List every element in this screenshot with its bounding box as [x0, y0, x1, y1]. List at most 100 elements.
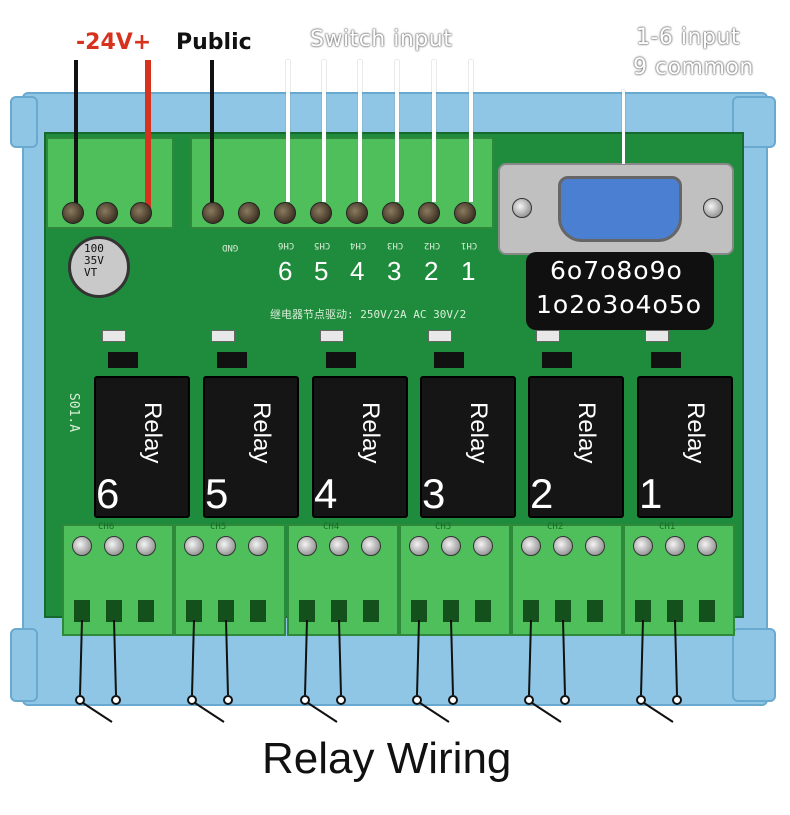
top-screw-8 — [382, 202, 404, 224]
board-id-silkscreen: S01.A — [66, 392, 82, 433]
output-screw — [585, 536, 605, 556]
top-screw-10 — [454, 202, 476, 224]
no-contact-1 — [636, 619, 682, 723]
db9-label-line2: 9 common — [633, 55, 754, 80]
input-terminal-block — [190, 137, 494, 229]
top-screw-1 — [96, 202, 118, 224]
public-label: Public — [176, 30, 252, 55]
output-screw — [361, 536, 381, 556]
input-wire-4 — [395, 60, 399, 202]
output-screw — [409, 536, 429, 556]
wire-positive — [145, 60, 151, 210]
top-screw-3 — [202, 202, 224, 224]
relay-label: Relay — [682, 402, 709, 464]
wire-public — [210, 60, 214, 210]
output-screw — [697, 536, 717, 556]
output-slot — [250, 600, 266, 622]
top-screw-0 — [62, 202, 84, 224]
ch-bottom-silk-CH3: CH3 — [435, 522, 452, 532]
relay-contact-symbols — [75, 619, 682, 723]
output-screw — [136, 536, 156, 556]
ch-top-silk-CH3: CH3 — [387, 240, 404, 250]
output-slot — [74, 600, 90, 622]
output-screw — [329, 536, 349, 556]
gnd-silkscreen: GND — [222, 242, 239, 252]
top-screw-2 — [130, 202, 152, 224]
led-2 — [536, 330, 560, 342]
output-screw — [184, 536, 204, 556]
relay-label: Relay — [465, 402, 492, 464]
output-screw — [216, 536, 236, 556]
output-slot — [411, 600, 427, 622]
ch-bottom-silk-CH1: CH1 — [659, 522, 676, 532]
diode-5 — [217, 352, 247, 368]
relay-number-6: 6 — [96, 470, 120, 517]
capacitor — [68, 236, 130, 298]
input-wire-3 — [358, 60, 362, 202]
switch-input-label: Switch input — [310, 27, 453, 52]
input-number-3: 3 — [387, 256, 402, 286]
din-rail-left-top — [10, 96, 38, 148]
led-4 — [320, 330, 344, 342]
output-screw — [473, 536, 493, 556]
db9-pin-row-bottom: 1o2o3o4o5o — [536, 290, 703, 319]
ch-top-silk-CH1: CH1 — [461, 240, 478, 250]
top-screw-6 — [310, 202, 332, 224]
ch-top-silk-CH2: CH2 — [424, 240, 441, 250]
relay-2: Relay — [528, 376, 624, 518]
relay-number-3: 3 — [422, 470, 446, 517]
diode-2 — [542, 352, 572, 368]
output-slot — [331, 600, 347, 622]
diode-6 — [108, 352, 138, 368]
db9-pin-row-top: 6o7o8o9o — [550, 256, 683, 285]
rating-silkscreen: 继电器节点驱动: 250V/2A AC 30V/2 — [270, 308, 467, 321]
output-slot — [186, 600, 202, 622]
output-screw — [521, 536, 541, 556]
input-number-1: 1 — [461, 256, 476, 286]
db9-screw-left — [512, 198, 532, 218]
diode-3 — [434, 352, 464, 368]
relay-label: Relay — [357, 402, 384, 464]
input-wire-1 — [286, 60, 290, 202]
ch-top-silk-CH4: CH4 — [350, 240, 367, 250]
ch-bottom-silk-CH5: CH5 — [210, 522, 227, 532]
led-6 — [102, 330, 126, 342]
no-contact-2 — [524, 619, 570, 723]
relay-3: Relay — [420, 376, 516, 518]
output-screw — [665, 536, 685, 556]
output-slot — [699, 600, 715, 622]
relay-number-5: 5 — [205, 470, 229, 517]
led-1 — [645, 330, 669, 342]
db9-label-line1: 1-6 input — [636, 25, 741, 50]
relay-number-4: 4 — [314, 470, 338, 517]
ch-top-silk-CH6: CH6 — [278, 240, 295, 250]
no-contact-4 — [300, 619, 346, 723]
output-screw — [104, 536, 124, 556]
ch-bottom-silk-CH6: CH6 — [98, 522, 115, 532]
output-slot — [555, 600, 571, 622]
output-screw — [553, 536, 573, 556]
output-screw — [72, 536, 92, 556]
relay-label: Relay — [573, 402, 600, 464]
output-slot — [635, 600, 651, 622]
relay-6: Relay — [94, 376, 190, 518]
led-3 — [428, 330, 452, 342]
ch-bottom-silk-CH4: CH4 — [323, 522, 340, 532]
output-slot — [523, 600, 539, 622]
din-rail-left-bottom — [10, 628, 38, 702]
wire-negative — [74, 60, 78, 210]
output-slot — [443, 600, 459, 622]
output-screw — [633, 536, 653, 556]
output-slot — [218, 600, 234, 622]
page-title: Relay Wiring — [262, 734, 512, 783]
ch-bottom-silk-CH2: CH2 — [547, 522, 564, 532]
output-slot — [299, 600, 315, 622]
diode-4 — [326, 352, 356, 368]
db9-pinout-box: 6o7o8o9o 1o2o3o4o5o — [526, 252, 714, 330]
relay-label: Relay — [139, 402, 166, 464]
top-screw-5 — [274, 202, 296, 224]
output-slot — [667, 600, 683, 622]
no-contact-6 — [75, 619, 121, 723]
no-contact-5 — [187, 619, 233, 723]
